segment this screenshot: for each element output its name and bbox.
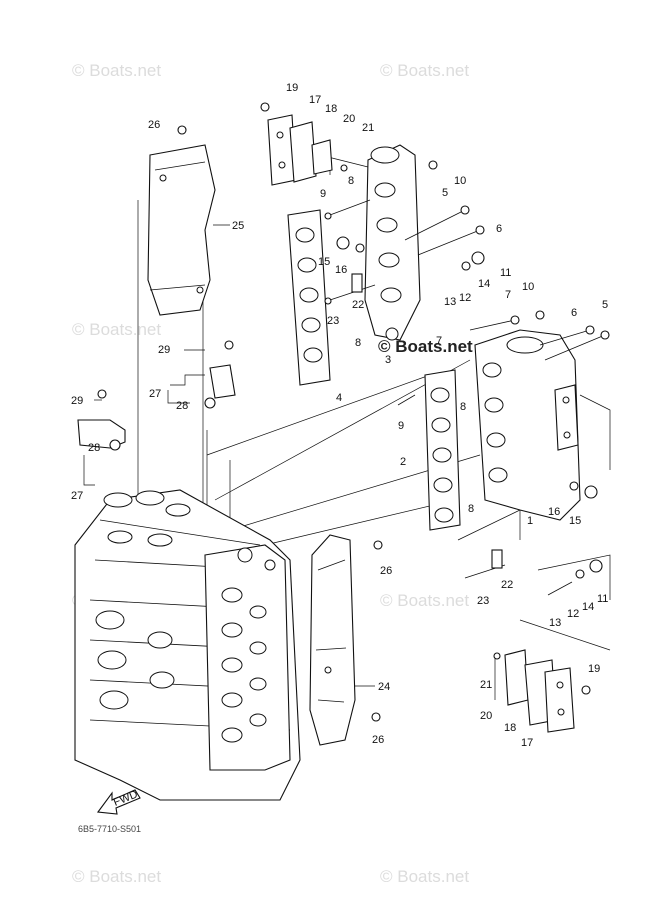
callout-label: 22 [352,299,364,311]
callout-label: 15 [569,515,581,527]
manifold-upper[interactable] [364,144,421,341]
watermark-center: © Boats.net [378,337,473,356]
cover-part-25[interactable] [147,144,216,316]
callout-labels: 1 2 3 4 5 5 6 6 7 7 8 8 8 8 9 9 10 10 11… [71,82,608,749]
diagram-code: 6B5-7710-S501 [78,824,141,834]
callout-label: 27 [71,490,83,502]
watermark: © Boats.net [72,320,161,339]
cover-part-24[interactable] [309,534,356,746]
callout-label: 21 [362,122,374,134]
callout-label: 6 [496,223,502,235]
callout-label: 12 [459,292,471,304]
sensor-assembly[interactable] [77,364,236,451]
callout-label: 12 [567,608,579,620]
callout-label: 19 [588,663,600,675]
callout-label: 20 [343,113,355,125]
callout-label: 8 [348,175,354,187]
callout-label: 26 [148,119,160,131]
callout-label: 29 [71,395,83,407]
fwd-label: FWD [112,788,140,809]
callout-label: 7 [505,289,511,301]
bracket-part-17-bottom[interactable] [504,649,575,733]
callout-label: 10 [454,175,466,187]
callout-label: 5 [442,187,448,199]
callout-label: 21 [480,679,492,691]
callout-label: 20 [480,710,492,722]
callout-label: 23 [477,595,489,607]
callout-label: 13 [549,617,561,629]
callout-label: 29 [158,344,170,356]
callout-label: 4 [336,392,342,404]
callout-label: 11 [500,267,511,279]
callout-label: 27 [149,388,161,400]
gasket-part-4[interactable] [287,209,331,386]
callout-label: 8 [460,401,466,413]
watermark: © Boats.net [72,61,161,80]
callout-label: 11 [597,593,608,605]
callout-label: 2 [400,456,406,468]
callout-label: 1 [527,515,533,527]
callout-label: 10 [522,281,534,293]
watermark: © Boats.net [380,591,469,610]
watermark: © Boats.net [380,61,469,80]
callout-label: 6 [571,307,577,319]
watermark: © Boats.net [380,867,469,886]
watermark-layer: © Boats.net © Boats.net © Boats.net © Bo… [72,61,473,886]
callout-label: 17 [521,737,533,749]
callout-label: 14 [478,278,490,290]
engine-block [74,489,301,801]
bracket-part-17-top[interactable] [267,114,333,186]
callout-brackets [83,224,375,687]
gasket-part-2[interactable] [424,369,461,531]
callout-label: 28 [88,442,100,454]
callout-label: 14 [582,601,594,613]
callout-label: 22 [501,579,513,591]
callout-label: 25 [232,220,244,232]
callout-label: 9 [398,420,404,432]
callout-label: 17 [309,94,321,106]
callout-label: 15 [318,256,330,268]
callout-label: 16 [335,264,347,276]
callout-label: 8 [468,503,474,515]
watermark: © Boats.net [72,867,161,886]
callout-label: 19 [286,82,298,94]
manifold-part-1[interactable] [474,329,581,521]
callout-label: 23 [327,315,339,327]
callout-label: 18 [504,722,516,734]
fwd-arrow-icon: FWD [96,788,141,815]
callout-label: 8 [355,337,361,349]
callout-label: 7 [436,335,442,347]
callout-label: 3 [385,354,391,366]
callout-label: 18 [325,103,337,115]
callout-label: 13 [444,296,456,308]
callout-label: 16 [548,506,560,518]
callout-label: 5 [602,299,608,311]
callout-label: 26 [380,565,392,577]
callout-label: 9 [320,188,326,200]
callout-label: 26 [372,734,384,746]
callout-label: 28 [176,400,188,412]
callout-label: 24 [378,681,390,693]
fasteners [97,102,610,722]
